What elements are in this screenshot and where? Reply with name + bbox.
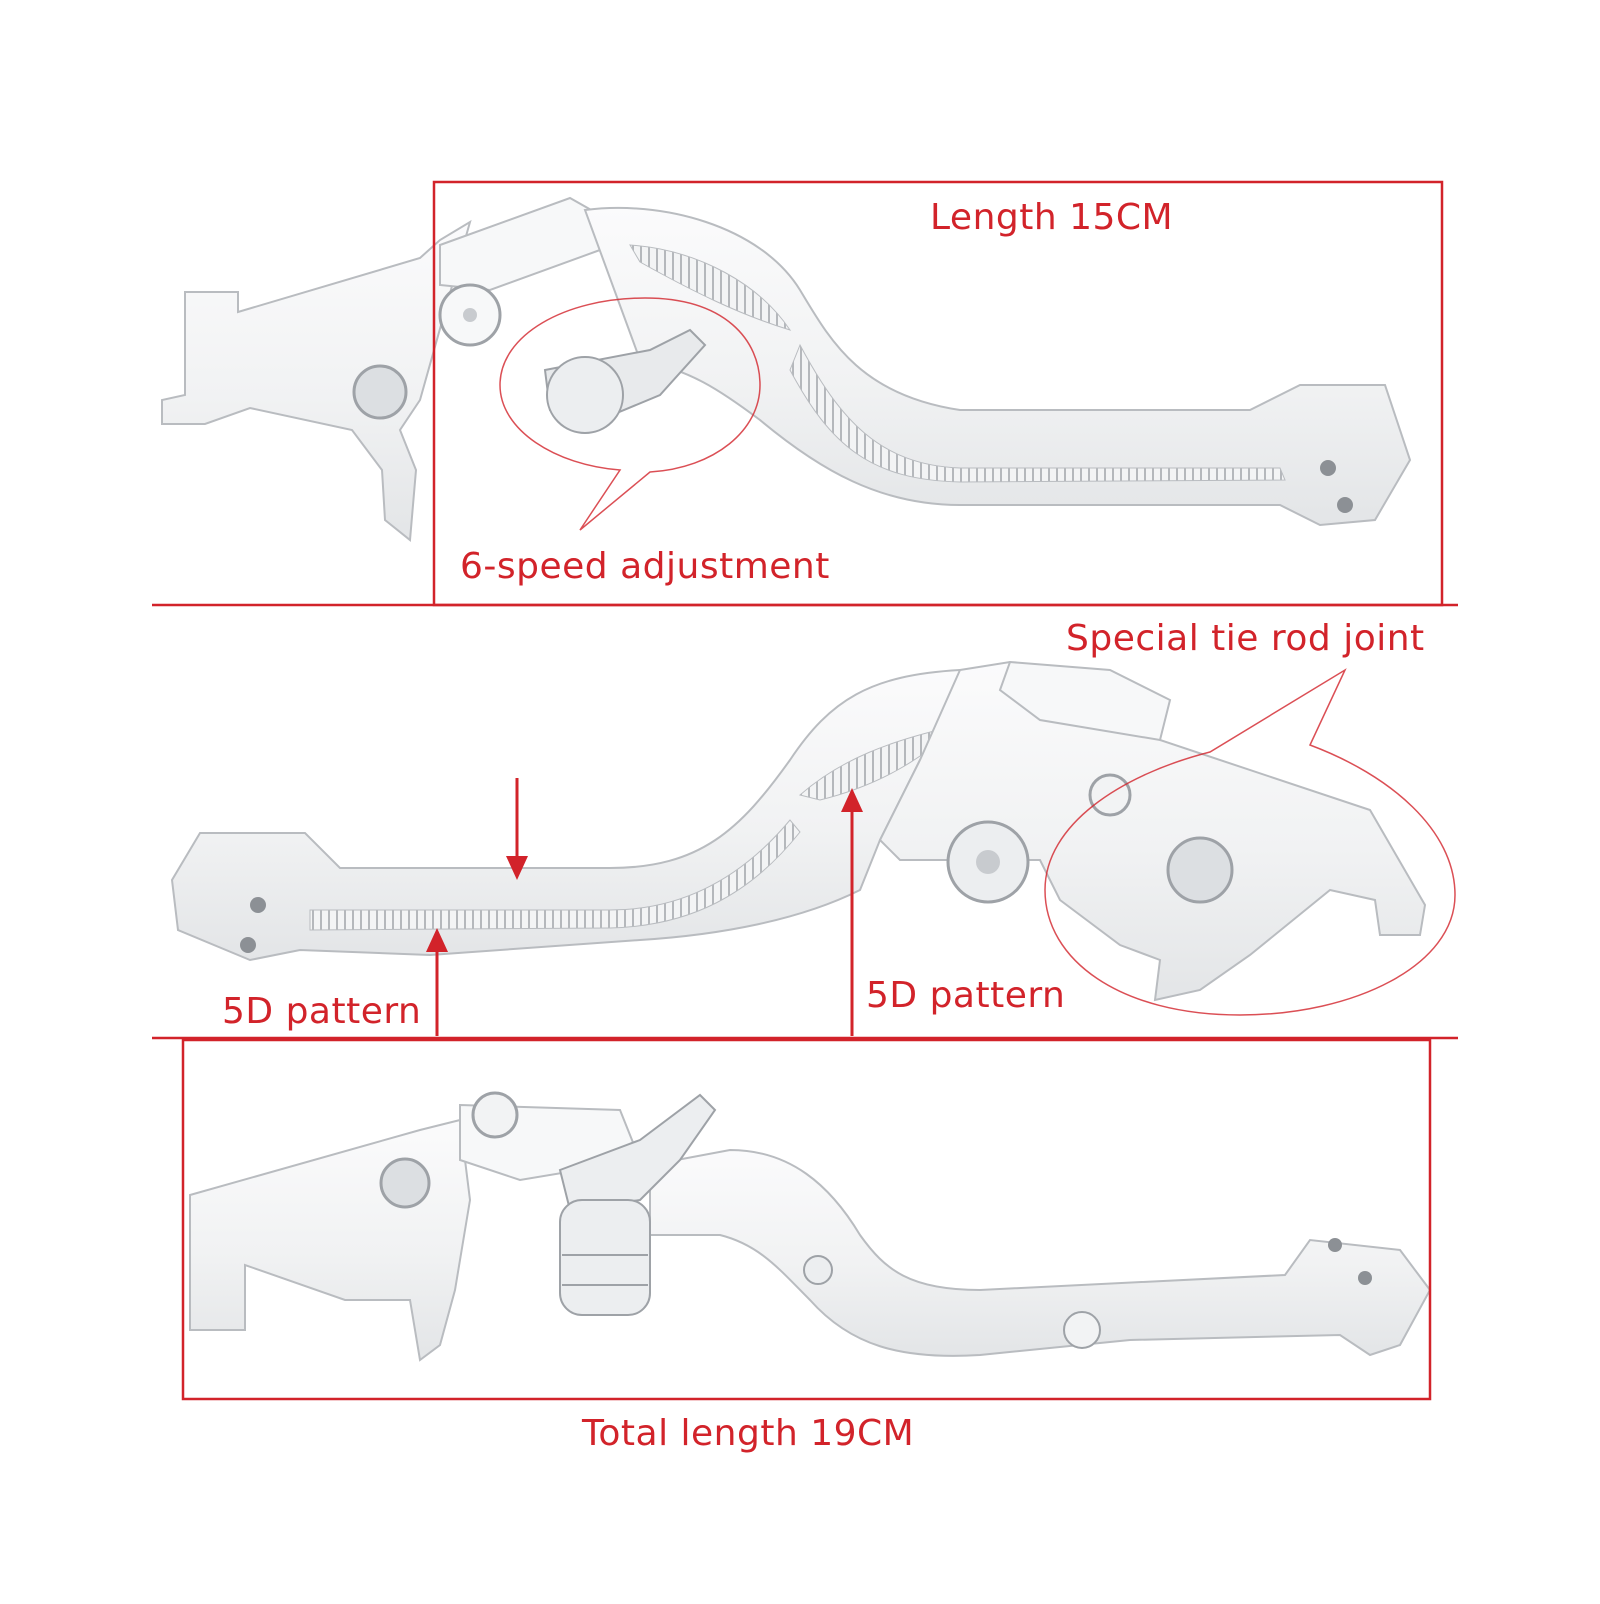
total-lever-end-hole — [1328, 1238, 1342, 1252]
pattern-right-arrow — [841, 788, 863, 1036]
short-lever-end-hole — [1320, 460, 1336, 476]
middle-lever-top-block — [998, 660, 1172, 742]
short-lever-top-block — [439, 196, 601, 292]
short-lever-arm — [583, 206, 1412, 527]
middle-lever-pivot-bolt-head — [976, 850, 1000, 874]
tie-rod-callout — [1044, 668, 1456, 1016]
tie-rod-label: Special tie rod joint — [1066, 618, 1425, 659]
total-lever — [189, 1091, 1432, 1362]
down-arrow — [506, 778, 528, 880]
six-speed-callout — [499, 297, 761, 531]
short-lever-adjuster-dial — [546, 356, 624, 434]
total-lever-screw — [1063, 1311, 1101, 1349]
total-lever-pivot-bolt — [471, 1091, 519, 1139]
middle-lever-end-hole — [250, 897, 266, 913]
middle-lever-end-hole — [240, 937, 256, 953]
short-lever-slot — [629, 244, 792, 331]
short-lever-mount-hole — [352, 364, 408, 420]
middle-lever-joint-bolt — [1088, 773, 1132, 817]
middle-lever-mount-hole — [1166, 836, 1234, 904]
total-lever-barrel — [559, 1199, 651, 1316]
total-lever-mount-hole — [379, 1157, 431, 1209]
total-length-label: Total length 19CM — [582, 1413, 915, 1454]
short-lever — [161, 196, 1412, 542]
middle-lever-pattern — [309, 819, 801, 931]
total-length-19cm-frame — [181, 1038, 1432, 1401]
pattern-left-arrow — [426, 928, 448, 1036]
middle-lever — [170, 660, 1427, 1002]
total-lever-end-hole — [1358, 1271, 1372, 1285]
middle-lever-arm — [170, 668, 1002, 962]
six-speed-label: 6-speed adjustment — [460, 546, 830, 587]
total-lever-side-bolt — [803, 1255, 833, 1285]
total-lever-mount — [189, 1118, 472, 1362]
total-lever-arm — [649, 1148, 1432, 1357]
short-lever-pivot-bolt-head — [463, 308, 477, 322]
short-lever-mount — [161, 219, 472, 542]
pattern-left-label: 5D pattern — [222, 991, 422, 1032]
length-15cm-label: Length 15CM — [930, 197, 1174, 238]
short-lever-pattern — [789, 343, 1286, 483]
short-lever-end-hole — [1337, 497, 1353, 513]
pattern-right-label: 5D pattern — [866, 975, 1066, 1016]
